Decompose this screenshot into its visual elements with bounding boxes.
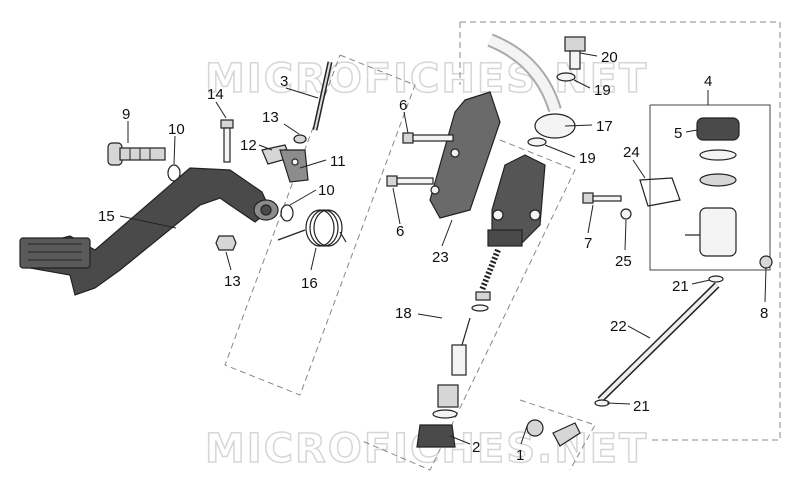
o-ring-left	[167, 164, 181, 182]
callout-23: 23	[432, 249, 449, 266]
mount-bolt-lower	[386, 175, 434, 187]
mount-bolt-upper	[402, 132, 454, 144]
banjo-bolt	[564, 36, 586, 70]
callout-5: 5	[674, 125, 682, 142]
hose-clamp-upper	[708, 275, 724, 283]
callout-6-lower: 6	[396, 223, 404, 240]
callout-21-upper: 21	[672, 278, 689, 295]
pedal-bolt	[220, 119, 234, 163]
cap-nut	[759, 255, 773, 269]
callout-19-upper: 19	[594, 82, 611, 99]
callout-labels: 1 2 3 4 5 6 6 7 8 9 10 10 11 12 13 13 14…	[98, 49, 768, 464]
o-ring-right	[280, 204, 294, 222]
reservoir-bolt	[582, 192, 622, 204]
callout-3: 3	[280, 73, 288, 90]
callout-1: 1	[516, 447, 524, 464]
outlet-fittings	[526, 419, 581, 447]
callout-2: 2	[472, 439, 480, 456]
copper-washer-upper	[556, 72, 576, 82]
pedal-nut	[215, 235, 237, 251]
return-spring-icon	[277, 209, 347, 247]
callout-15: 15	[98, 208, 115, 225]
clevis	[261, 144, 309, 183]
push-rod	[312, 61, 333, 131]
hose-clamp-lower	[594, 399, 610, 407]
callout-8: 8	[760, 305, 768, 322]
small-nut	[293, 134, 307, 144]
leader-lines	[119, 52, 767, 445]
callout-11: 11	[330, 153, 346, 170]
callout-10-right: 10	[318, 182, 335, 199]
callout-4: 4	[704, 73, 712, 90]
callout-25: 25	[615, 253, 632, 270]
callout-14: 14	[207, 86, 224, 103]
reservoir-washer	[620, 208, 632, 220]
callout-17: 17	[596, 118, 613, 135]
fluid-reservoir-icon	[685, 117, 740, 257]
brake-pedal-icon	[19, 167, 279, 296]
heel-guard	[429, 91, 501, 219]
banjo-hose	[487, 33, 576, 139]
watermark-top: MICROFICHES.NET	[205, 56, 648, 102]
master-cylinder-icon	[487, 154, 546, 247]
callout-18: 18	[395, 305, 412, 322]
copper-washer-lower	[527, 137, 547, 147]
reservoir-bracket	[639, 177, 681, 207]
callout-16: 16	[301, 275, 318, 292]
callout-19-lower: 19	[579, 150, 596, 167]
callout-21-lower: 21	[633, 398, 650, 415]
callout-20: 20	[601, 49, 618, 66]
cylinder-internals	[416, 248, 501, 448]
assembly-outlines	[224, 21, 781, 471]
callout-13-lower: 13	[224, 273, 241, 290]
callout-6-upper: 6	[399, 97, 407, 114]
callout-13-upper: 13	[262, 109, 279, 126]
callout-10-left: 10	[168, 121, 185, 138]
callout-24: 24	[623, 144, 640, 161]
callout-22: 22	[610, 318, 627, 335]
callout-7: 7	[584, 235, 592, 252]
pivot-bolt	[107, 142, 166, 166]
callout-12: 12	[240, 137, 257, 154]
reservoir-hose	[597, 282, 720, 403]
callout-9: 9	[122, 106, 130, 123]
